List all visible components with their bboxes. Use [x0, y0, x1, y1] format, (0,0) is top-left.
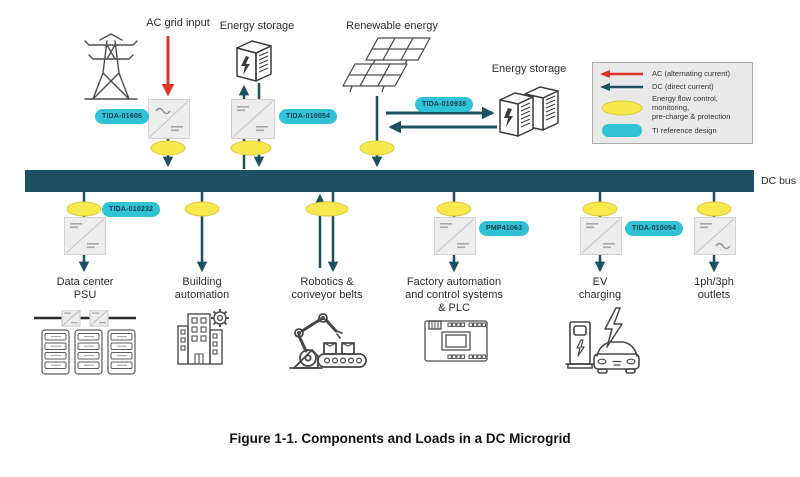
dc-arrow-icon — [599, 82, 645, 92]
server-racks-icon — [34, 310, 136, 375]
tida-010054-badge-ev: TIDA-010054 — [625, 221, 684, 236]
factory-dc-dc-converter — [434, 217, 476, 255]
datacenter-psu-label: Data center PSU — [56, 276, 114, 301]
energy-storage-right-label: Energy storage — [491, 63, 567, 75]
tida-010232-badge: TIDA-010232 — [102, 202, 161, 217]
outlets-dc-ac-converter — [694, 217, 736, 255]
robotics-label: Robotics & conveyor belts — [291, 276, 363, 301]
ev-charging-icon — [565, 307, 640, 374]
ev-dc-dc-converter — [580, 217, 622, 255]
ac-arrow-icon — [599, 69, 645, 79]
factory-automation-label: Factory automation and control systems &… — [405, 276, 503, 314]
robot-arm-conveyor-icon — [289, 313, 367, 369]
energy-flow-ellipse — [436, 201, 472, 217]
legend-row-reference-design: TI reference design — [599, 124, 746, 138]
dc-bus-label: DC bus — [761, 175, 797, 187]
reference-design-badge-icon — [599, 124, 645, 138]
energy-flow-ellipse — [359, 140, 395, 156]
tida-01606-badge: TIDA-01606 — [95, 109, 150, 124]
energy-storage-cabinets-icon — [499, 86, 559, 137]
legend-row-energy-flow: Energy flow control, monitoring, pre-cha… — [599, 94, 746, 121]
tida-010938-badge: TIDA-010938 — [415, 97, 474, 112]
energy-flow-ellipse — [184, 201, 220, 217]
energy-flow-ellipse — [230, 140, 272, 156]
plc-icon — [424, 320, 488, 362]
energy-storage-left-label: Energy storage — [219, 20, 295, 32]
dc-bus-bar — [25, 170, 754, 192]
legend-label-dc: DC (direct current) — [652, 82, 714, 92]
renewable-energy-label: Renewable energy — [346, 20, 438, 32]
figure-caption: Figure 1-1. Components and Loads in a DC… — [229, 431, 571, 446]
legend-label-ac: AC (alternating current) — [652, 69, 730, 79]
ac-grid-input-label: AC grid input — [146, 17, 210, 29]
energy-flow-ellipse — [150, 140, 186, 156]
datacenter-dc-dc-converter — [64, 217, 106, 255]
storage-dc-dc-converter — [231, 99, 275, 139]
energy-flow-ellipse — [305, 201, 349, 217]
solar-panels-icon — [342, 37, 431, 93]
tida-010054-badge-storage: TIDA-010054 — [279, 109, 338, 124]
ev-charging-label: EV charging — [578, 276, 622, 301]
pmp41063-badge: PMP41063 — [479, 221, 530, 236]
energy-flow-ellipse — [696, 201, 732, 217]
energy-flow-ellipse-icon — [599, 100, 645, 116]
building-automation-icon — [177, 308, 230, 365]
legend-row-dc: DC (direct current) — [599, 82, 746, 92]
legend-label-reference-design: TI reference design — [652, 126, 717, 136]
energy-flow-ellipse — [66, 201, 102, 217]
energy-flow-ellipse — [582, 201, 618, 217]
legend-row-ac: AC (alternating current) — [599, 69, 746, 79]
legend: AC (alternating current) DC (direct curr… — [592, 62, 753, 144]
ac-dc-converter — [148, 99, 190, 139]
energy-storage-unit-icon — [236, 40, 272, 82]
transmission-tower-icon — [84, 33, 138, 100]
building-automation-label: Building automation — [174, 276, 230, 301]
outlets-label: 1ph/3ph outlets — [694, 276, 734, 301]
legend-label-energy-flow: Energy flow control, monitoring, pre-cha… — [652, 94, 731, 122]
